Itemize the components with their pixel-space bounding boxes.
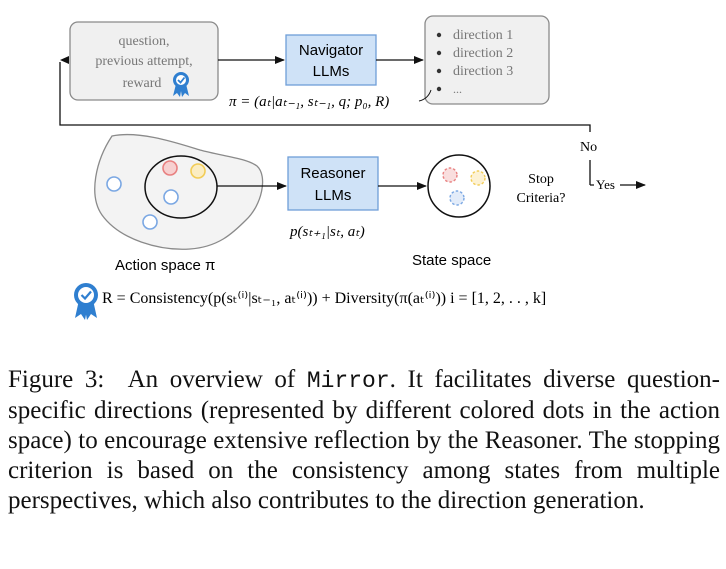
input-box-line1: question, xyxy=(119,34,170,49)
directions-box: direction 1 direction 2 direction 3 ... xyxy=(424,15,550,105)
reward-badge-icon xyxy=(74,283,98,320)
reward-badge-icon xyxy=(173,72,189,97)
mirror-overview-diagram: question, previous attempt, reward Navig… xyxy=(59,15,646,320)
no-label: No xyxy=(580,140,597,155)
action-dot-yellow xyxy=(190,163,206,179)
state-space-label: State space xyxy=(412,252,491,269)
state-dot-yellow xyxy=(470,170,486,186)
direction-item-2: direction 2 xyxy=(453,46,513,61)
action-dot-red xyxy=(162,160,178,176)
state-space xyxy=(427,154,491,218)
input-box-line3: reward xyxy=(123,76,162,91)
navigator-llm-box: Navigator LLMs xyxy=(285,34,377,86)
caption-text: . It facilitates diverse question-specif… xyxy=(8,366,721,514)
action-space-label: Action space π xyxy=(115,257,215,274)
navigator-line2: LLMs xyxy=(313,63,350,80)
caption-pre: An overview of xyxy=(127,366,296,393)
reward-formula: R = Consistency(p(sₜ⁽ⁱ⁾|sₜ₋₁, aₜ⁽ⁱ⁾)) + … xyxy=(102,290,546,307)
reasoner-line1: Reasoner xyxy=(300,165,365,182)
direction-item-1: direction 1 xyxy=(453,28,513,43)
feedback-arrowhead xyxy=(60,56,69,64)
action-space xyxy=(94,133,264,250)
yes-label: Yes xyxy=(596,177,615,192)
reasoner-line2: LLMs xyxy=(315,187,352,204)
policy-formula: π = (aₜ|aₜ₋₁, sₜ₋₁, q; p₀, R) xyxy=(229,94,389,110)
figure-caption: Figure 3: An overview of Mirror. It faci… xyxy=(8,365,720,516)
navigator-line1: Navigator xyxy=(299,42,363,59)
caption-system-name: Mirror xyxy=(306,368,390,394)
state-dot-red xyxy=(442,167,458,183)
policy-formula-connector xyxy=(418,89,432,102)
feedback-loop-line xyxy=(59,62,591,132)
state-dot-blue xyxy=(449,190,465,206)
direction-item-3: direction 3 xyxy=(453,64,513,79)
input-box: question, previous attempt, reward xyxy=(69,21,219,101)
direction-item-ellipsis: ... xyxy=(453,82,462,96)
action-dot-blue xyxy=(163,189,179,205)
caption-label: Figure 3: xyxy=(8,366,105,393)
transition-formula: p(sₜ₊₁|sₜ, aₜ) xyxy=(289,224,365,240)
stop-criteria-line2: Criteria? xyxy=(517,191,566,206)
reasoner-llm-box: Reasoner LLMs xyxy=(287,156,379,211)
stop-criteria-line1: Stop xyxy=(528,172,554,187)
action-dot-blue xyxy=(106,176,122,192)
input-box-line2: previous attempt, xyxy=(95,54,192,69)
selected-actions-ellipse xyxy=(144,155,218,219)
action-dot-blue xyxy=(142,214,158,230)
